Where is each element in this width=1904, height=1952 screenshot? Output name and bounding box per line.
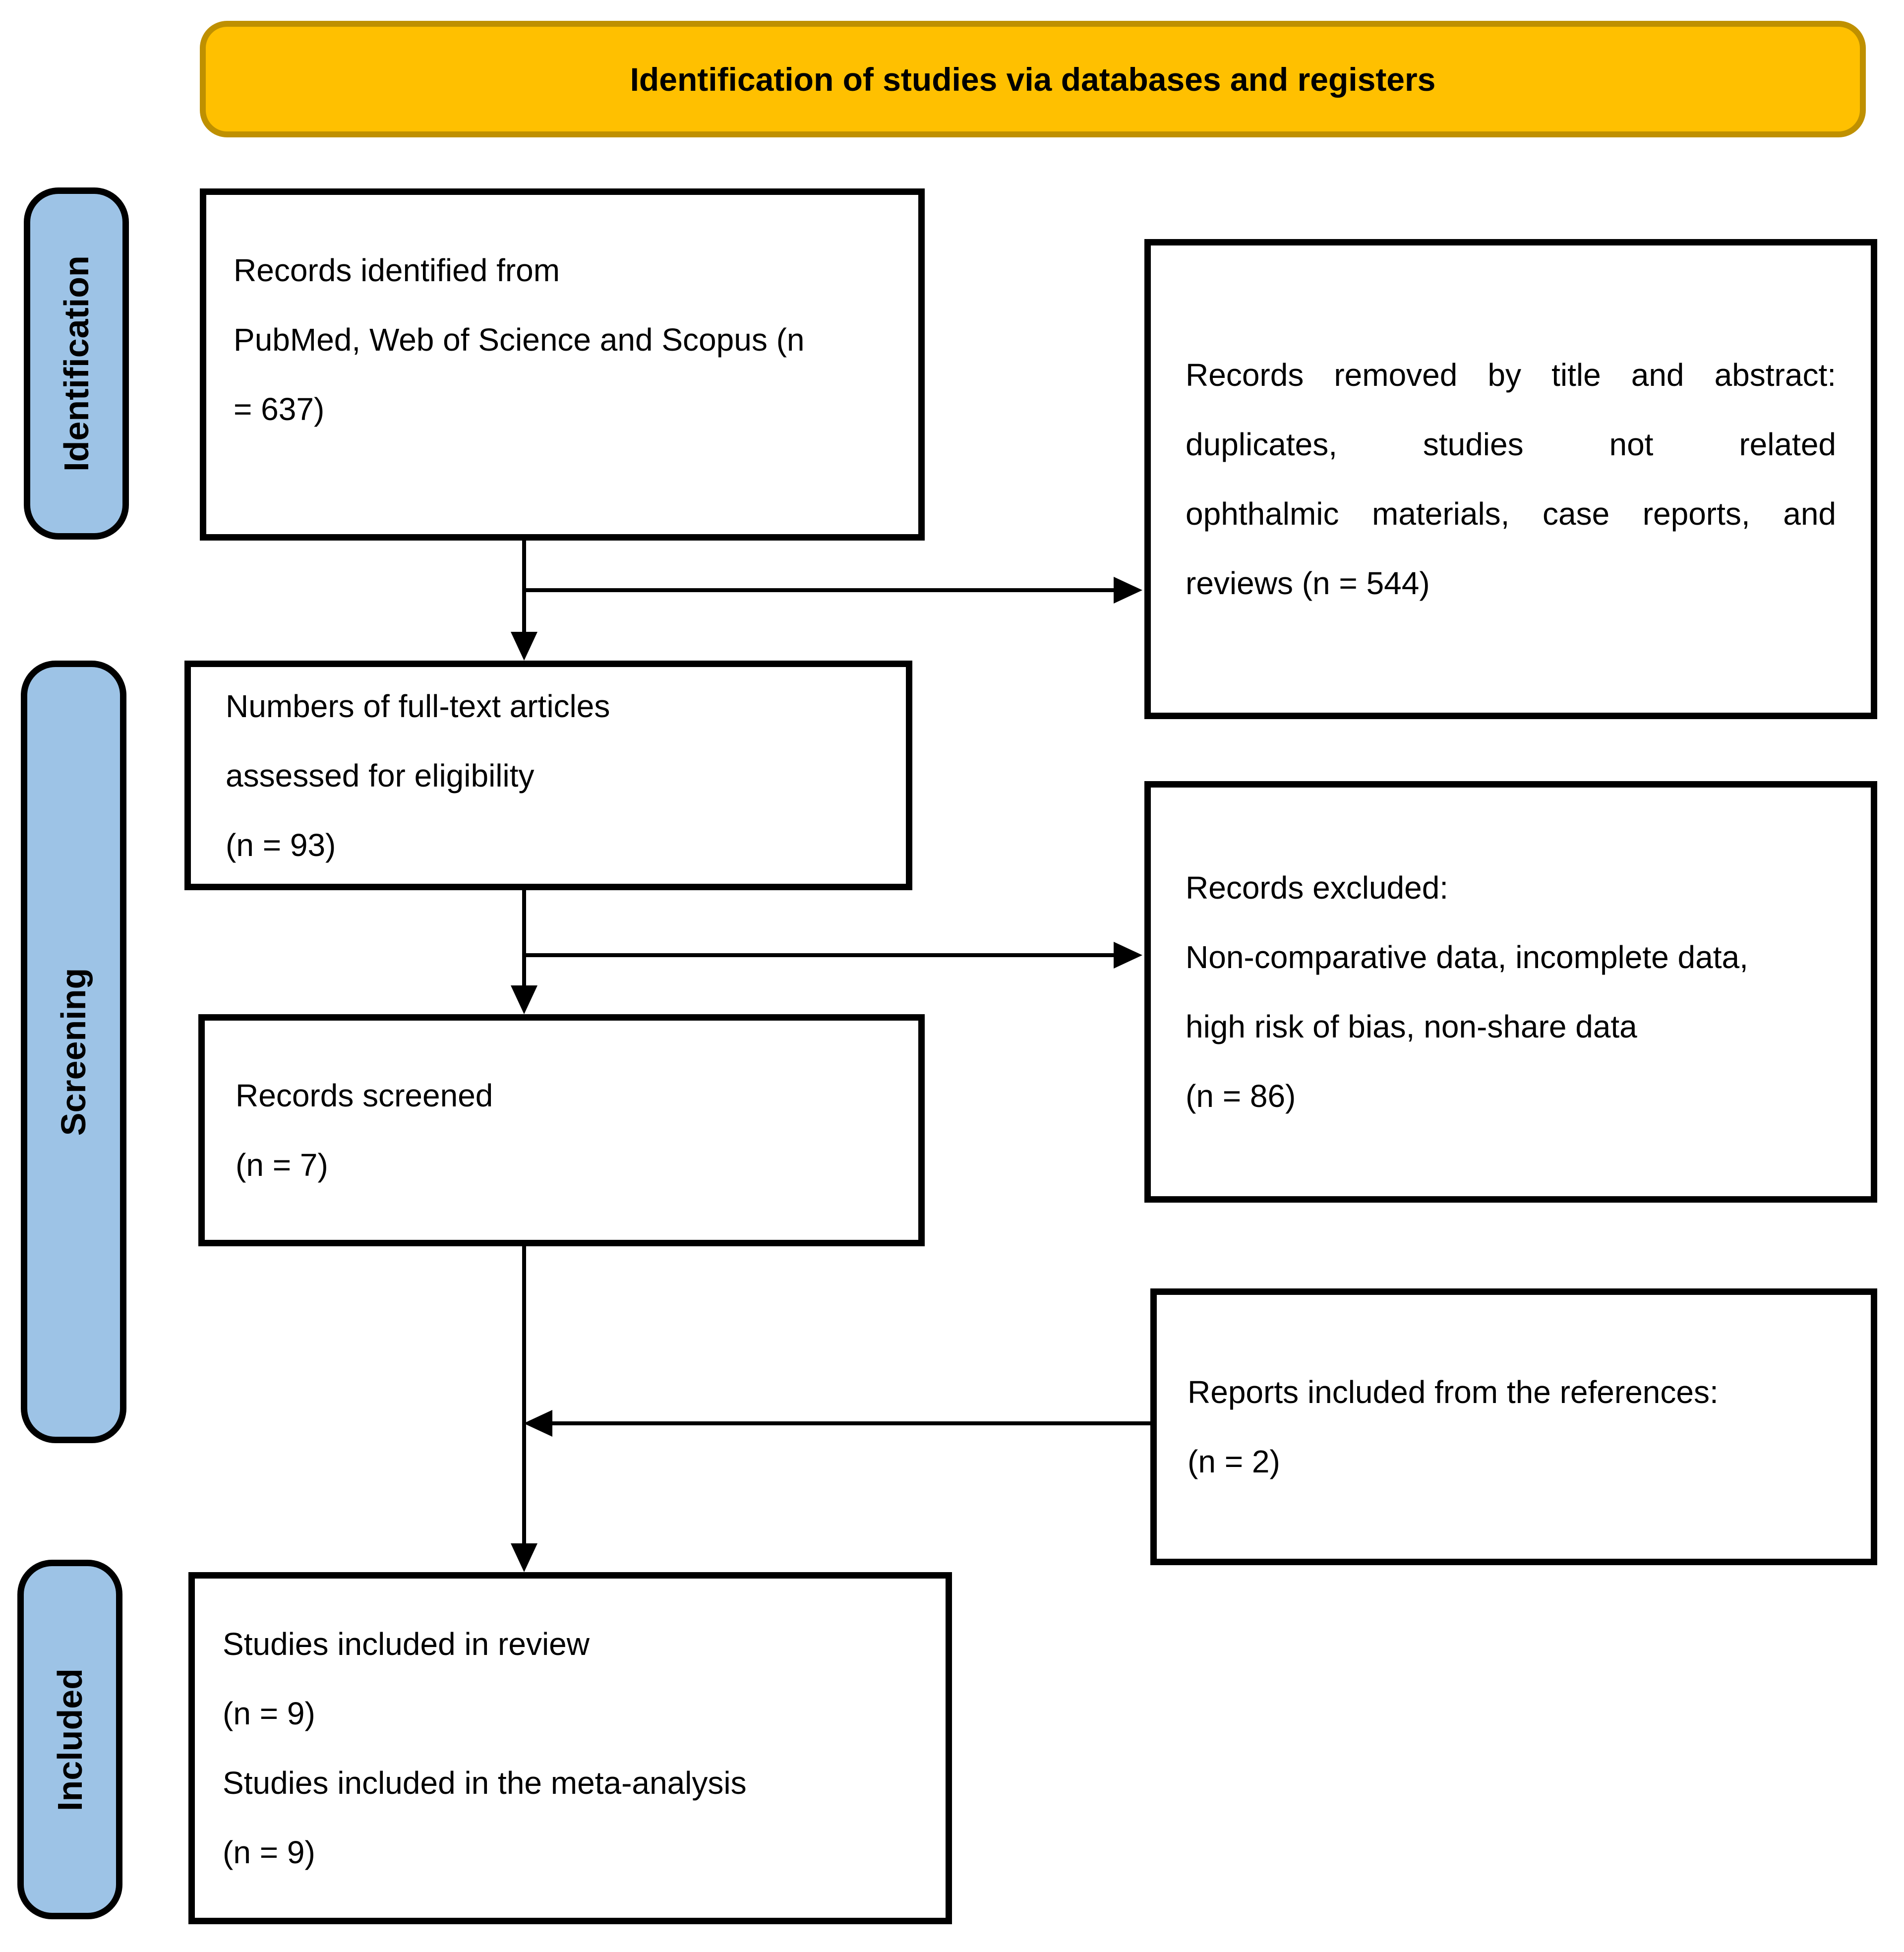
stage-included-label: Included [51,1668,90,1811]
arrowhead-left-icon [524,1410,552,1437]
stage-identification-label: Identification [57,255,96,472]
box-text-line: duplicates, studies not related [1186,427,1836,462]
box-text-line: Studies included in the meta-analysis [223,1765,747,1801]
box-text-line: Records screened [236,1078,493,1113]
arrowhead-down-icon [511,632,537,661]
banner-title: Identification of studies via databases … [630,61,1436,98]
banner: Identification of studies via databases … [200,21,1866,137]
stage-screening-label: Screening [54,968,93,1136]
box-text-line: (n = 9) [223,1834,315,1870]
arrowhead-down-icon [511,1543,537,1572]
stage-included: Included [17,1560,122,1919]
box-text-line: (n = 93) [226,827,336,863]
box-text-line: high risk of bias, non-share data [1186,1009,1637,1044]
connector-identified-to-fulltext [522,539,526,634]
box-text-line: (n = 9) [223,1696,315,1731]
box-records-removed: Records removed by title and abstract: d… [1144,239,1877,719]
stage-identification: Identification [24,187,129,540]
box-text-line: (n = 7) [236,1147,328,1183]
connector-fulltext-to-screened [522,889,526,986]
box-text-line: Reports included from the references: [1188,1374,1719,1410]
box-text-line: Studies included in review [223,1626,590,1662]
box-fulltext-assessed: Numbers of full-text articles assessed f… [184,661,912,890]
box-text-line: Records removed by title and abstract: [1186,357,1836,393]
box-records-screened: Records screened (n = 7) [198,1014,925,1246]
box-text-line: ophthalmic materials, case reports, and [1186,496,1836,532]
box-records-excluded: Records excluded: Non-comparative data, … [1144,781,1877,1203]
box-records-identified: Records identified from PubMed, Web of S… [200,188,925,541]
box-text-line: Non-comparative data, incomplete data, [1186,939,1748,975]
box-text-line: = 637) [234,391,325,427]
connector-to-excluded [522,953,1115,957]
box-text-line: (n = 2) [1188,1444,1280,1479]
box-text-line: (n = 86) [1186,1078,1296,1114]
arrowhead-down-icon [511,985,537,1014]
box-studies-included: Studies included in review (n = 9) Studi… [188,1572,952,1924]
connector-from-references [552,1421,1150,1425]
box-text-line: assessed for eligibility [226,757,535,793]
box-text-line: Records excluded: [1186,870,1449,906]
box-text-line: PubMed, Web of Science and Scopus (n [234,322,805,358]
box-text-line: Records identified from [234,252,560,288]
box-reports-from-references: Reports included from the references: (n… [1150,1288,1877,1565]
box-text-line: Numbers of full-text articles [226,688,610,724]
stage-screening: Screening [21,661,126,1443]
arrowhead-right-icon [1114,577,1142,604]
connector-screened-to-included [522,1245,526,1544]
connector-to-removed [522,588,1115,592]
box-text-line: reviews (n = 544) [1186,565,1430,601]
arrowhead-right-icon [1114,942,1142,969]
